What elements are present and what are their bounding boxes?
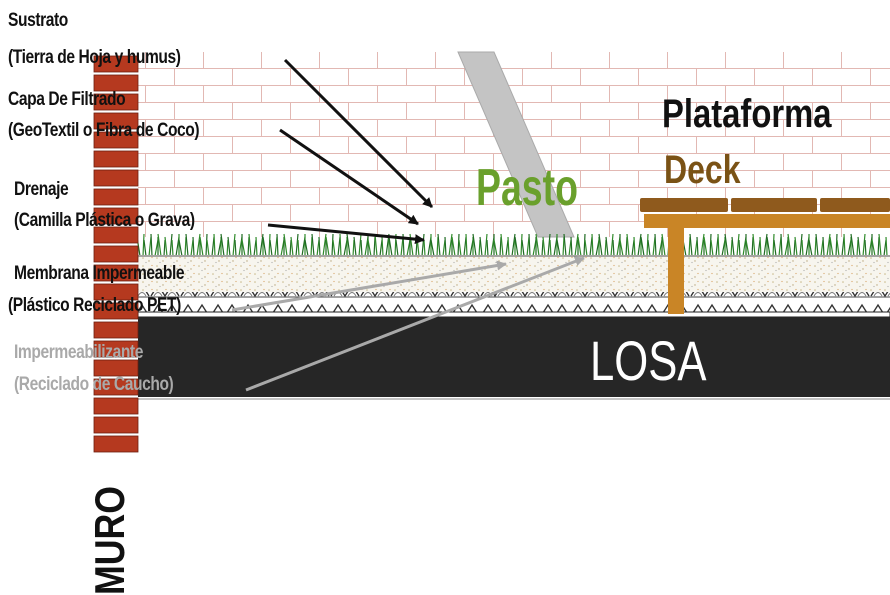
label-filtrado-detail: (GeoTextil o Fibra de Coco) bbox=[8, 120, 200, 141]
label-arrows bbox=[231, 58, 585, 392]
losa-slab bbox=[138, 317, 890, 397]
substrate-layer bbox=[138, 255, 890, 295]
label-sustrato-detail: (Tierra de Hoja y humus) bbox=[8, 47, 181, 68]
label-filtrado: Capa De Filtrado bbox=[8, 89, 126, 110]
title-muro: MURO bbox=[86, 485, 133, 595]
membrane-layer bbox=[137, 311, 890, 318]
diagonal-beam bbox=[457, 51, 575, 238]
label-impermeabilizante: Impermeabilizante bbox=[14, 342, 143, 363]
label-drenaje-detail: (Camilla Plástica o Grava) bbox=[14, 210, 195, 231]
label-membrana-detail: (Plástico Reciclado PET) bbox=[8, 295, 181, 316]
deck-platform bbox=[640, 198, 890, 314]
grass-layer bbox=[136, 233, 888, 257]
title-pasto: Pasto bbox=[476, 159, 578, 217]
label-impermeabilizante-detail: (Reciclado de Caucho) bbox=[14, 374, 174, 395]
muro-wall bbox=[93, 55, 139, 453]
label-drenaje: Drenaje bbox=[14, 179, 69, 200]
title-plataforma: Plataforma bbox=[662, 92, 832, 136]
label-membrana: Membrana Impermeable bbox=[14, 263, 185, 284]
title-deck: Deck bbox=[664, 148, 741, 192]
label-sustrato: Sustrato bbox=[8, 10, 68, 31]
title-losa: LOSA bbox=[590, 329, 707, 392]
drainage-layer bbox=[138, 292, 890, 312]
